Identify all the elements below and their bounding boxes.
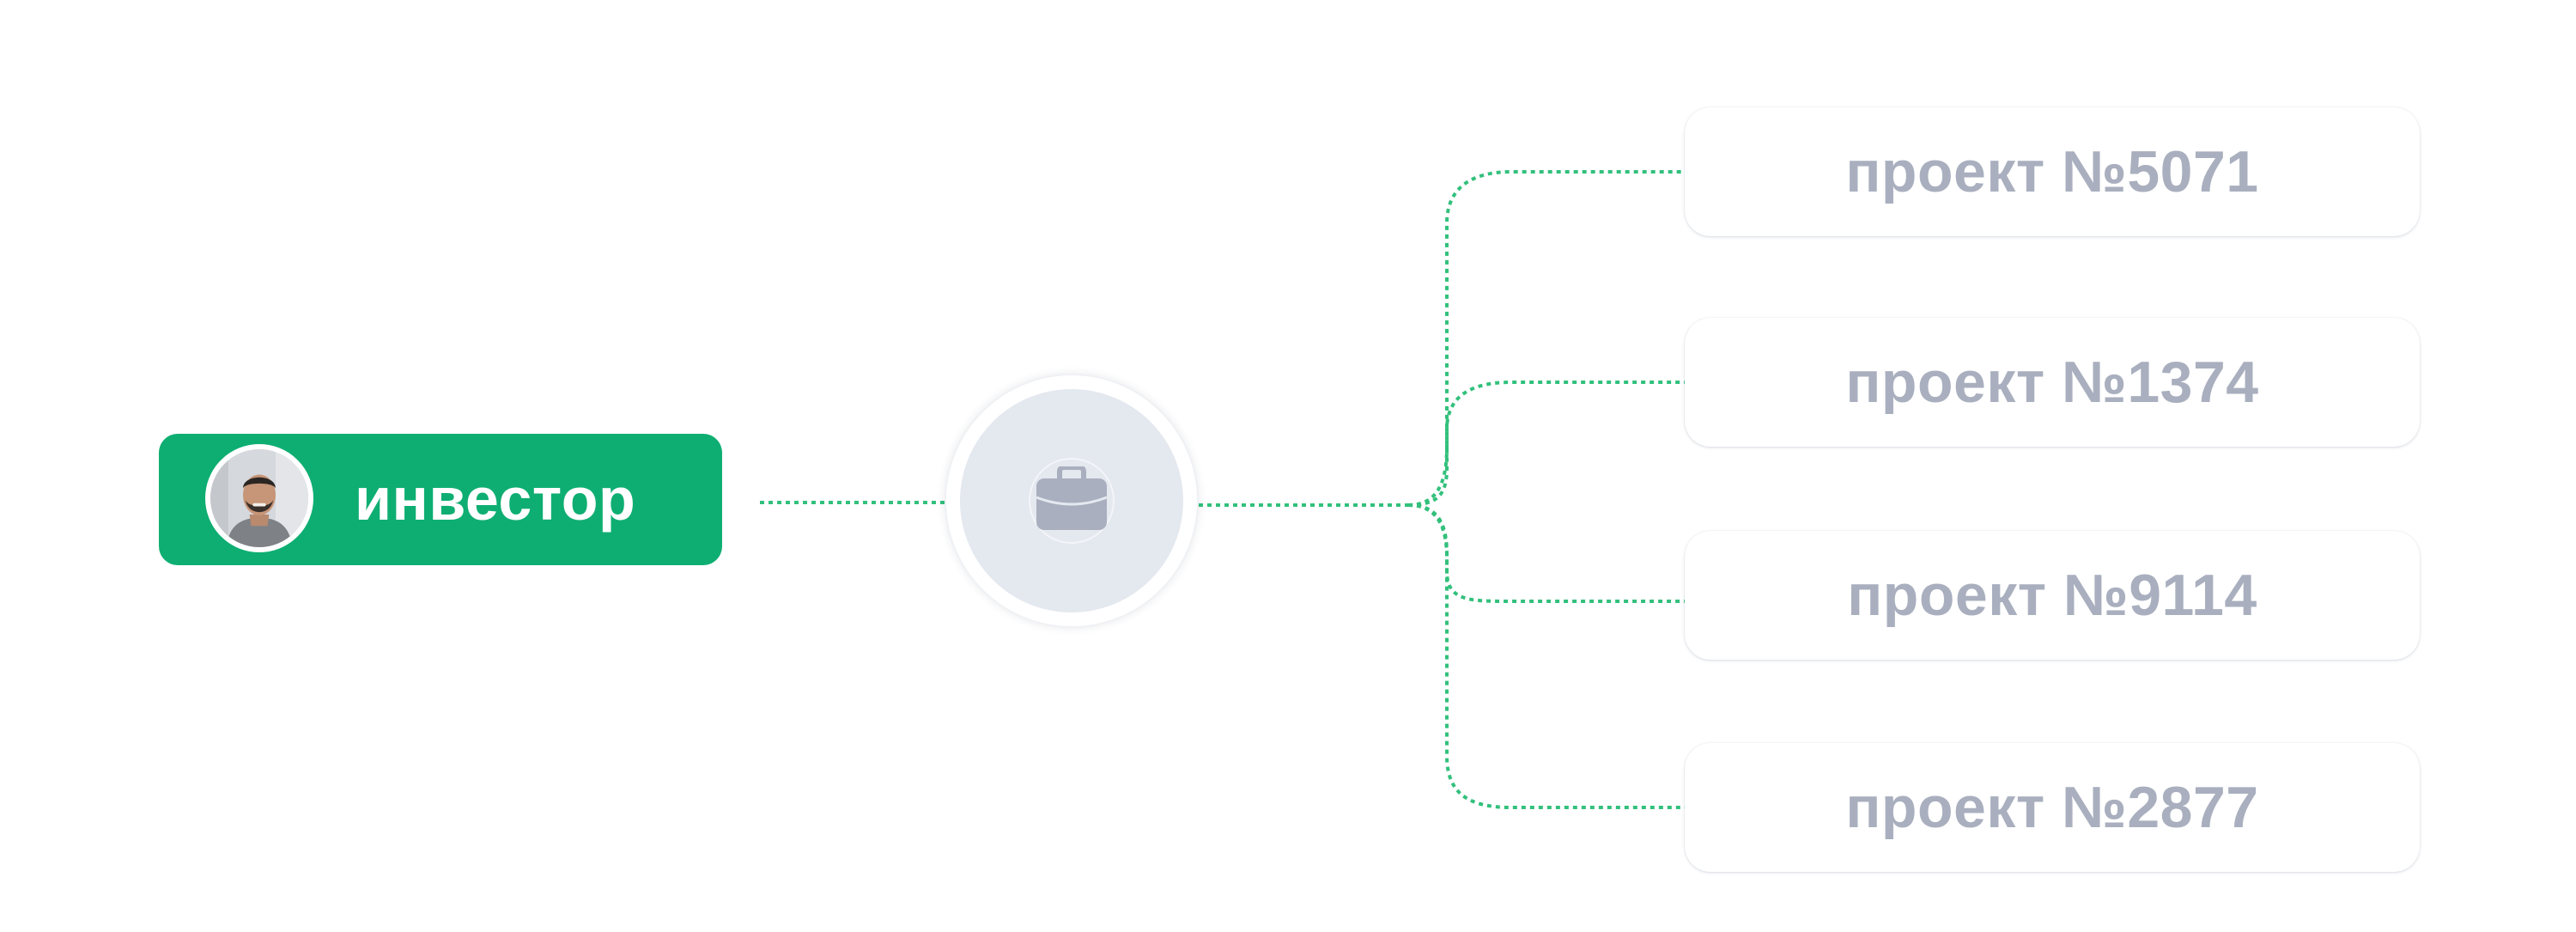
project-label: проект №2877	[1845, 775, 2259, 840]
project-label: проект №1374	[1845, 350, 2259, 415]
hub-inner-circle	[960, 389, 1183, 612]
investor-avatar	[205, 444, 313, 552]
project-connector-3	[1407, 503, 1685, 603]
investor-label: инвестор	[355, 466, 636, 533]
hub-ring	[1029, 458, 1115, 544]
investor-node[interactable]: инвестор	[159, 434, 722, 565]
person-photo-icon	[210, 449, 308, 547]
project-label: проект №9114	[1847, 563, 2257, 628]
project-label: проект №5071	[1845, 139, 2259, 204]
briefcase-icon	[1036, 466, 1108, 530]
project-connector-4	[1407, 503, 1685, 809]
project-card-3[interactable]: проект №9114	[1685, 531, 2420, 660]
project-connector-2	[1407, 381, 1685, 507]
project-card-4[interactable]: проект №2877	[1685, 743, 2420, 872]
project-card-1[interactable]: проект №5071	[1685, 107, 2420, 236]
project-card-2[interactable]: проект №1374	[1685, 318, 2420, 447]
project-hub[interactable]	[945, 374, 1199, 628]
project-connector-1	[1407, 170, 1685, 507]
